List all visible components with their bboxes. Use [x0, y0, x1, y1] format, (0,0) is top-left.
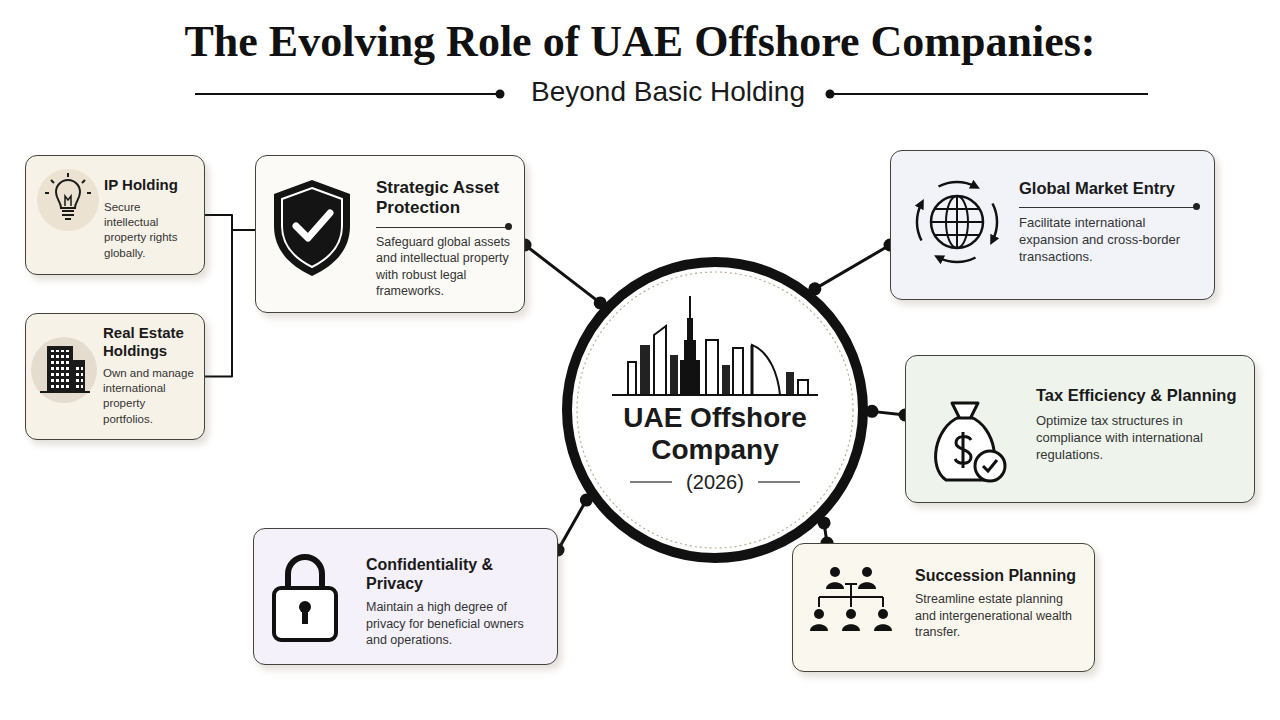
globe-icon [917, 182, 997, 262]
feature-box: Real Estate HoldingsOwn and manage inter… [25, 313, 205, 440]
box-body: Maintain a high degree of privacy for be… [366, 599, 545, 649]
box-body: Streamline estate planning and intergene… [915, 591, 1082, 641]
heading-rule [1019, 207, 1196, 208]
box-heading: Succession Planning [915, 566, 1082, 585]
subtitle: Beyond Basic Holding [368, 76, 968, 108]
hub-circle: UAE Offshore Company (2026) [560, 255, 870, 565]
bracket-connector [205, 215, 255, 230]
bracket-connector [205, 230, 255, 377]
box-heading: Confidentiality & Privacy [366, 555, 545, 593]
shield-icon [274, 180, 350, 276]
rule-dot [505, 223, 512, 230]
feature-box: IP HoldingSecure intellectual property r… [25, 155, 205, 275]
outer-ring [567, 262, 863, 558]
rule-dot [496, 90, 505, 99]
diagram-title: The Evolving Role of UAE Offshore Compan… [0, 18, 1280, 66]
feature-box: Succession PlanningStreamline estate pla… [792, 543, 1095, 672]
hub-connector [815, 245, 890, 289]
lock-icon [274, 557, 336, 640]
box-body: Optimize tax structures in compliance wi… [1036, 412, 1242, 463]
building-icon [31, 337, 97, 403]
rule-dot [826, 90, 835, 99]
box-heading: Real Estate Holdings [103, 324, 196, 360]
hub-title: UAE Offshore Company [600, 402, 830, 466]
rule-dot [1193, 203, 1200, 210]
inner-ring [577, 272, 853, 548]
feature-box: Global Market EntryFacilitate internatio… [890, 150, 1215, 300]
hub-connector [525, 245, 600, 303]
org-chart-icon [810, 567, 892, 631]
box-body: Own and manage international property po… [103, 366, 196, 427]
box-body: Safeguard global assets and intellectual… [376, 234, 512, 300]
box-heading: Strategic Asset Protection [376, 178, 512, 219]
feature-box: Strategic Asset ProtectionSafeguard glob… [255, 155, 525, 313]
money-bag-icon [936, 403, 1005, 481]
box-heading: Global Market Entry [1019, 179, 1200, 199]
lightbulb-icon [37, 169, 99, 231]
box-heading: IP Holding [104, 176, 196, 194]
hub-connector [558, 500, 586, 550]
feature-box: Tax Efficiency & PlanningOptimize tax st… [905, 355, 1255, 503]
skyline-illustration [612, 296, 818, 395]
heading-rule [376, 227, 508, 228]
box-heading: Tax Efficiency & Planning [1036, 386, 1242, 406]
hub-year: (2026) [665, 470, 765, 494]
box-body: Secure intellectual property rights glob… [104, 200, 196, 261]
feature-box: Confidentiality & PrivacyMaintain a high… [253, 528, 558, 665]
box-body: Facilitate international expansion and c… [1019, 214, 1200, 265]
